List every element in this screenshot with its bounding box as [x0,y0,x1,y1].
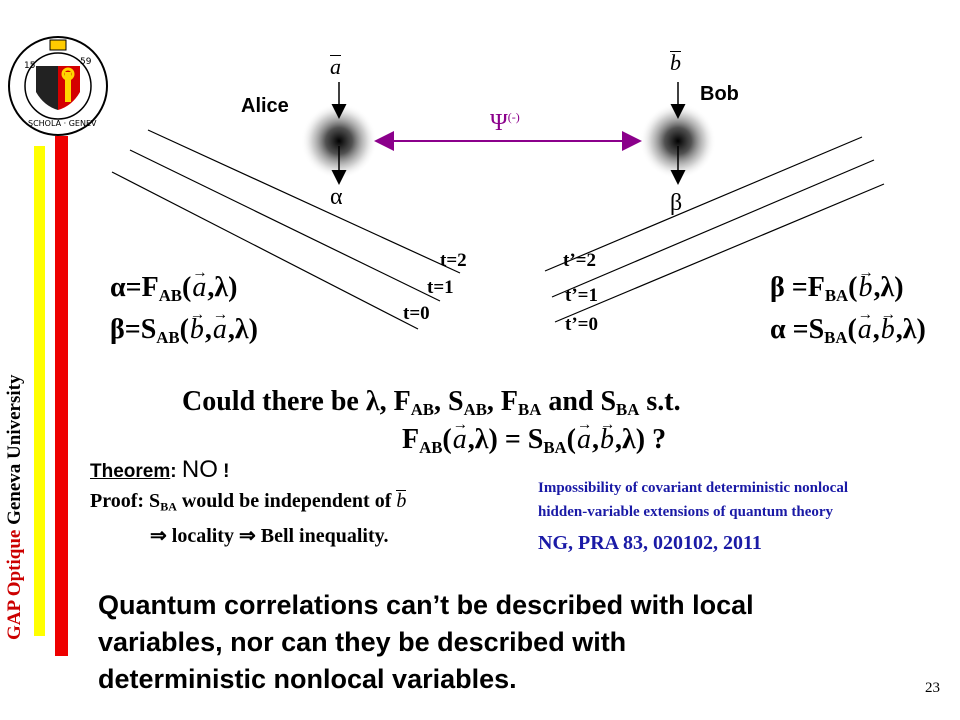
alice-time-0: t=0 [403,303,430,324]
reference-title-1: Impossibility of covariant deterministic… [538,480,848,496]
bob-time-line-0 [554,183,885,323]
alice-setting-label: a [330,54,341,79]
theorem-answer: NO [181,456,218,483]
bob-time-0: t’=0 [565,314,598,335]
alice-label: Alice [241,95,289,117]
right-equation-1: β =FBA(b,λ) [770,264,904,306]
alice-time-2: t=2 [440,250,467,271]
svg-text:59: 59 [80,57,92,67]
red-sidebar-bar [55,136,68,656]
question-line-1: Could there be λ, FAB, SAB, FBA and SBA … [182,386,681,420]
university-seal-icon: 15 59 SCHOLA · GENEV [8,36,108,136]
alice-time-line-2 [147,129,461,274]
implication-line: ⇒ locality ⇒ Bell inequality. [150,525,389,547]
bob-setting-label: b [670,50,681,75]
psi-state-label: Ψ(-) [490,110,520,136]
right-equation-2: α =SBA(a,b,λ) [770,306,926,348]
bob-source-glow [640,103,716,179]
theorem-label: Theorem [90,461,171,482]
left-equation-2: β=SAB(b,a,λ) [110,306,258,348]
alice-time-line-1 [129,149,441,302]
alice-output-label: α [330,184,343,210]
proof-line: Proof: SBA would be independent of b [90,490,407,514]
alice-source-glow [301,103,377,179]
bob-time-line-1 [551,159,875,298]
conclusion-line-2: variables, nor can they be described wit… [98,627,627,657]
bob-time-1: t’=1 [565,285,598,306]
bob-label: Bob [700,83,739,105]
alice-time-line-0 [111,171,419,330]
reference-citation: NG, PRA 83, 020102, 2011 [538,532,762,554]
alice-time-1: t=1 [427,277,454,298]
left-equation-1: α=FAB(a,λ) [110,264,237,306]
bob-time-line-2 [544,136,863,272]
question-line-2: FAB(a,λ) = SBA(a,b,λ) ? [402,416,666,458]
page-number: 23 [925,680,940,696]
conclusion-line-3: deterministic nonlocal variables. [98,664,517,694]
yellow-sidebar-bar [34,146,45,636]
reference-title-2: hidden-variable extensions of quantum th… [538,504,834,520]
bob-output-label: β [670,190,683,216]
svg-text:SCHOLA · GENEV: SCHOLA · GENEV [28,119,97,128]
theorem-line: Theorem: NO ! [90,456,230,483]
conclusion-line-1: Quantum correlations can’t be described … [98,590,754,620]
bob-time-2: t’=2 [563,250,596,271]
svg-text:15: 15 [24,61,35,71]
